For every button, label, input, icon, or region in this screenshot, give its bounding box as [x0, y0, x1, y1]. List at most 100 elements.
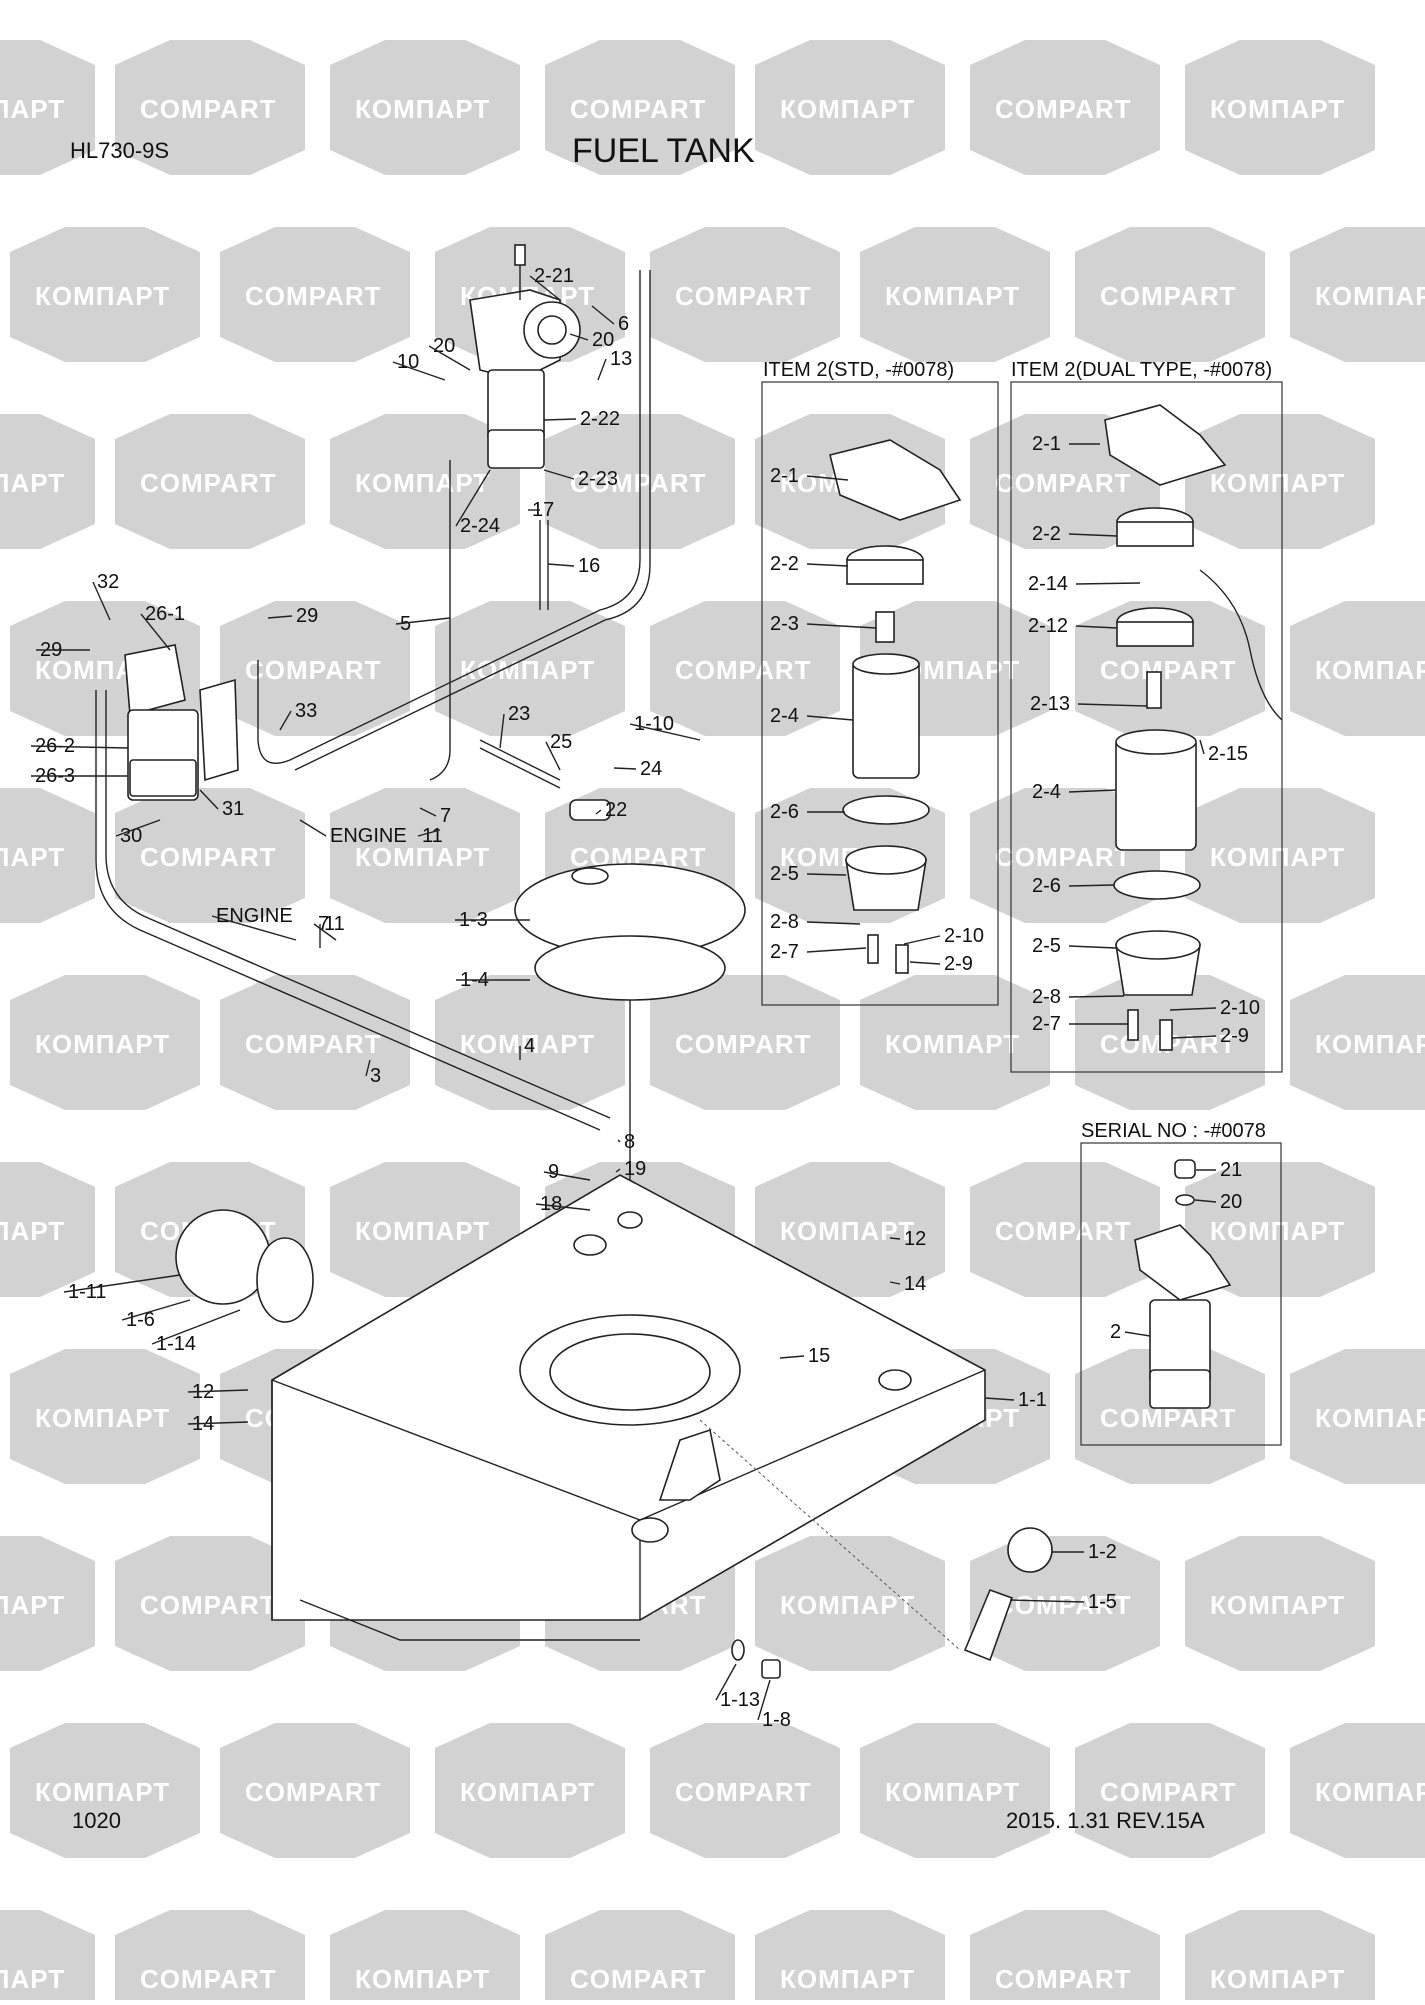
main-callout-39: 18	[540, 1193, 562, 1215]
main-callout-6: 2-22	[580, 408, 620, 430]
watermark-text: КОМПАРТ	[1210, 1964, 1345, 1994]
main-callout-leader	[617, 1139, 621, 1143]
main-callout-12: 32	[97, 571, 119, 593]
watermark-text: COMPART	[1100, 281, 1237, 311]
detail-box-dual: ITEM 2(DUAL TYPE, -#0078)	[1010, 359, 1283, 1073]
main-callout-leader	[267, 615, 293, 619]
page-number: 1020	[72, 1808, 121, 1833]
watermark-text: КОМПАРТ	[460, 1029, 595, 1059]
detail-box-serial-title: SERIAL NO : -#0078	[1081, 1120, 1266, 1142]
watermark-text: COMPART	[140, 468, 277, 498]
watermark-text: COMPART	[1100, 655, 1237, 685]
dual-callout-6: 2-4	[1032, 781, 1061, 803]
watermark-shape	[755, 1162, 945, 1297]
watermark-shape	[435, 975, 625, 1110]
main-callout-leader	[499, 713, 505, 749]
watermark-text: COMPART	[995, 94, 1132, 124]
watermark-shape	[1075, 227, 1265, 362]
main-callout-25: 22	[605, 799, 627, 821]
watermark-shape	[1290, 975, 1425, 1110]
main-callout-26: 7	[440, 805, 451, 827]
std-callout-2: 2-3	[770, 613, 799, 635]
o-ring-1-13	[731, 1639, 745, 1661]
detail-box-serial: SERIAL NO : -#0078	[1080, 1120, 1282, 1446]
std-callout-leader	[806, 563, 849, 567]
dual-callout-leader	[1068, 789, 1117, 793]
watermark-shape	[1075, 1349, 1265, 1484]
dual-callout-leader	[1068, 533, 1118, 537]
main-callout-leader	[629, 723, 701, 741]
main-callout-16: 33	[295, 700, 317, 722]
main-callout-0: 2-21	[534, 265, 574, 287]
watermark-text: КОМПАРТ	[0, 1590, 65, 1620]
watermark-text: КОМПАРТ	[35, 1029, 170, 1059]
watermark-text: COMPART	[245, 1777, 382, 1807]
pipe-5	[294, 270, 651, 771]
main-callout-leader	[779, 1355, 805, 1359]
serial-callout-leader	[1194, 1199, 1217, 1203]
std-callout-leader	[806, 475, 849, 481]
watermark-shape	[0, 788, 95, 923]
main-callout-43: 1-6	[126, 1309, 155, 1331]
watermark-shape	[1075, 1723, 1265, 1858]
watermark-text: КОМПАРТ	[1210, 1216, 1345, 1246]
watermark-shape	[860, 227, 1050, 362]
main-callout-52: 1-8	[762, 1709, 791, 1731]
watermark-text: COMPART	[995, 842, 1132, 872]
watermark-shape	[10, 1723, 200, 1858]
watermark-shape	[755, 1910, 945, 2005]
main-callout-10: 16	[578, 555, 600, 577]
watermark-shape	[330, 40, 520, 175]
std-callout-4: 2-6	[770, 801, 799, 823]
watermark-text: КОМПАРТ	[355, 94, 490, 124]
watermark-text: КОМПАРТ	[0, 468, 65, 498]
watermark-text: КОМПАРТ	[1315, 655, 1425, 685]
std-callout-0: 2-1	[770, 465, 799, 487]
watermark-shape	[970, 788, 1160, 923]
watermark-shape	[115, 414, 305, 549]
main-callout-4: 20	[433, 335, 455, 357]
main-callout-23: 24	[640, 758, 662, 780]
watermark-text: КОМПАРТ	[0, 1216, 65, 1246]
main-callout-leader	[547, 563, 575, 567]
dual-callout-3: 2-12	[1028, 615, 1068, 637]
main-callout-leader	[757, 1679, 771, 1721]
watermark-text: COMPART	[675, 1029, 812, 1059]
watermark-shape	[10, 975, 200, 1110]
main-callout-49: 1-2	[1088, 1541, 1117, 1563]
main-callout-leader	[545, 741, 561, 771]
main-callout-leader	[187, 1389, 249, 1393]
plug-1-8	[761, 1659, 781, 1679]
main-callout-leader	[543, 418, 577, 421]
watermark-text: КОМПАРТ	[355, 468, 490, 498]
watermark-shape	[860, 975, 1050, 1110]
std-callout-leader	[806, 947, 867, 953]
watermark-text: КОМПАРТ	[35, 281, 170, 311]
main-callout-13: 26-1	[145, 603, 185, 625]
main-callout-leader	[30, 745, 129, 749]
dual-callout-8: 2-5	[1032, 935, 1061, 957]
watermark-text: COMPART	[675, 655, 812, 685]
main-callout-44: 1-14	[156, 1333, 196, 1355]
fuel-filter-top	[469, 244, 581, 469]
pipe-3	[95, 690, 601, 1131]
watermark-shape	[1185, 1536, 1375, 1671]
dual-callout-2: 2-14	[1028, 573, 1068, 595]
watermark-shape	[755, 40, 945, 175]
main-callout-leader	[889, 1237, 901, 1240]
watermark-text: КОМПАРТ	[1210, 468, 1345, 498]
dual-callout-12: 2-9	[1220, 1025, 1249, 1047]
watermark-text: COMPART	[245, 655, 382, 685]
watermark-shape	[970, 1536, 1160, 1671]
hose-23	[479, 739, 561, 781]
watermark-text: КОМПАРТ	[1315, 281, 1425, 311]
watermark-text: COMPART	[1100, 1777, 1237, 1807]
dual-callout-0: 2-1	[1032, 433, 1061, 455]
cover-1-6	[175, 1209, 271, 1305]
watermark-text: COMPART	[995, 1590, 1132, 1620]
main-callout-leader	[211, 915, 297, 941]
dual-callout-leader	[1068, 884, 1115, 887]
watermark-shape	[115, 788, 305, 923]
main-callout-38: 9	[548, 1161, 559, 1183]
dual-callout-7: 2-6	[1032, 875, 1061, 897]
